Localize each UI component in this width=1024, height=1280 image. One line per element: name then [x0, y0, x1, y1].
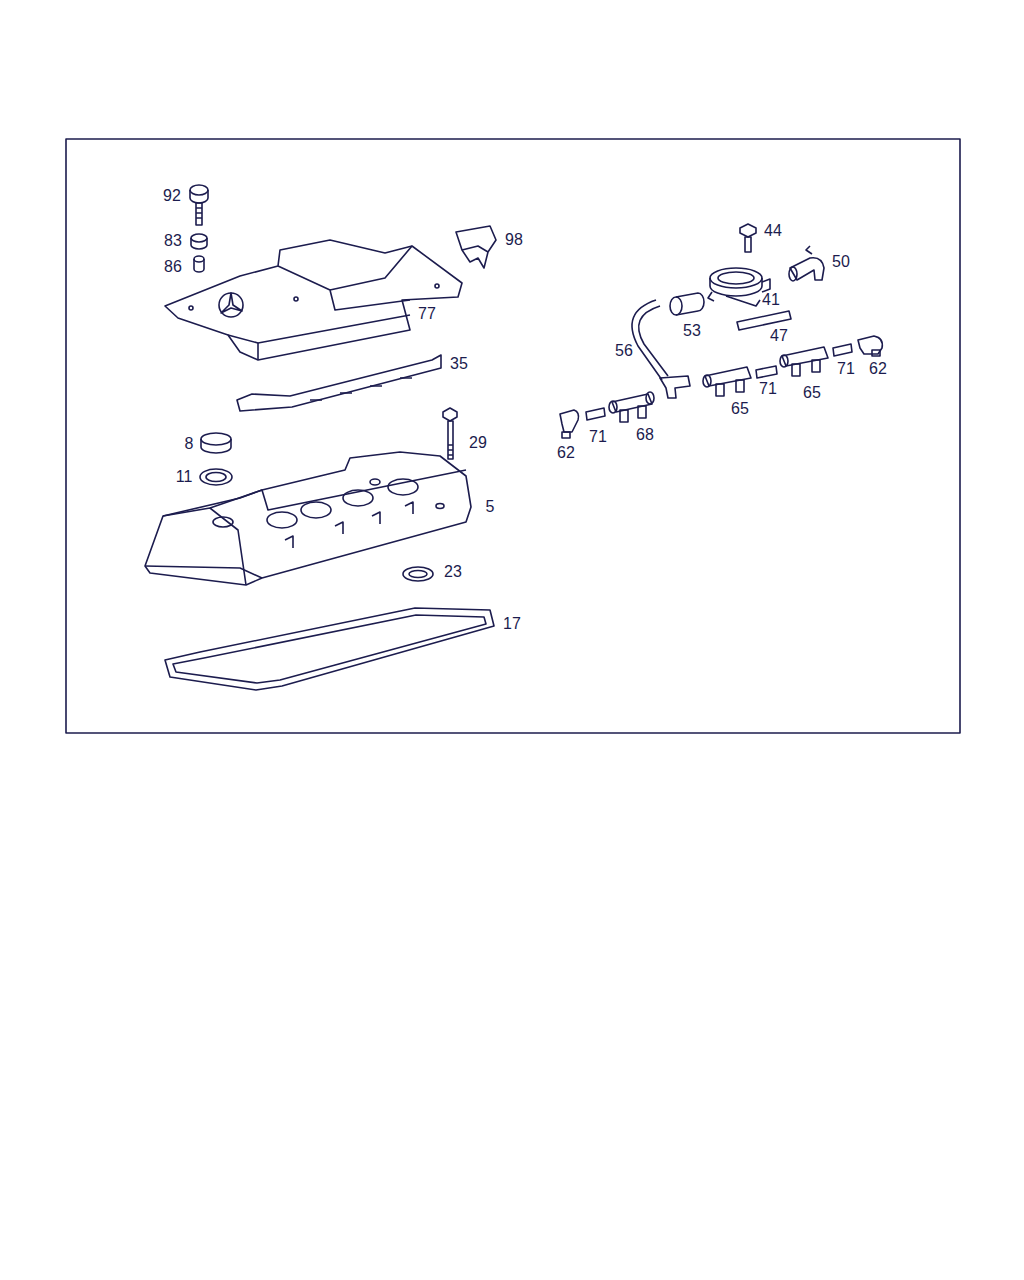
callout-number: 47 [770, 328, 788, 344]
valve-cover-5 [145, 452, 471, 585]
callout-number: 56 [615, 343, 633, 359]
callout-number: 23 [444, 564, 462, 580]
bolt-92 [190, 185, 208, 225]
seal-strip-35 [237, 355, 441, 411]
callout-number: 83 [164, 233, 182, 249]
callout-number: 44 [764, 223, 782, 239]
clip-98 [456, 226, 496, 268]
callout-number: 65 [731, 401, 749, 417]
callout-number: 53 [683, 323, 701, 339]
callout-number: 92 [163, 188, 181, 204]
callout-number: 71 [589, 429, 607, 445]
seal-ring-23 [403, 567, 433, 581]
valve-41 [708, 268, 770, 306]
callout-number: 62 [557, 445, 575, 461]
grommet-83 [191, 234, 207, 249]
fittings-middle [703, 366, 777, 396]
bolt-29 [443, 408, 457, 459]
callout-number: 50 [832, 254, 850, 270]
gasket-17 [165, 608, 494, 690]
hose-56 [632, 300, 690, 398]
callout-number: 62 [869, 361, 887, 377]
callout-number: 35 [450, 356, 468, 372]
callout-number: 68 [636, 427, 654, 443]
callout-number: 77 [418, 306, 436, 322]
bolt-44 [740, 224, 756, 252]
callout-number: 41 [762, 292, 780, 308]
callout-number: 29 [469, 435, 487, 451]
seal-ring-11 [200, 469, 232, 485]
sleeve-53 [670, 293, 704, 315]
callout-number: 8 [185, 436, 194, 452]
spacer-86 [194, 256, 204, 272]
callout-number: 11 [176, 469, 193, 485]
engine-cover-77 [165, 240, 462, 360]
callout-number: 71 [759, 381, 777, 397]
callout-number: 5 [486, 499, 495, 515]
fittings-right [780, 336, 882, 376]
callout-number: 71 [837, 361, 855, 377]
callout-number: 17 [503, 616, 521, 632]
callout-number: 98 [505, 232, 523, 248]
callout-number: 86 [164, 259, 182, 275]
diagram-frame [66, 139, 960, 733]
callout-number: 65 [803, 385, 821, 401]
cap-8 [201, 433, 231, 453]
elbow-50 [789, 246, 824, 281]
